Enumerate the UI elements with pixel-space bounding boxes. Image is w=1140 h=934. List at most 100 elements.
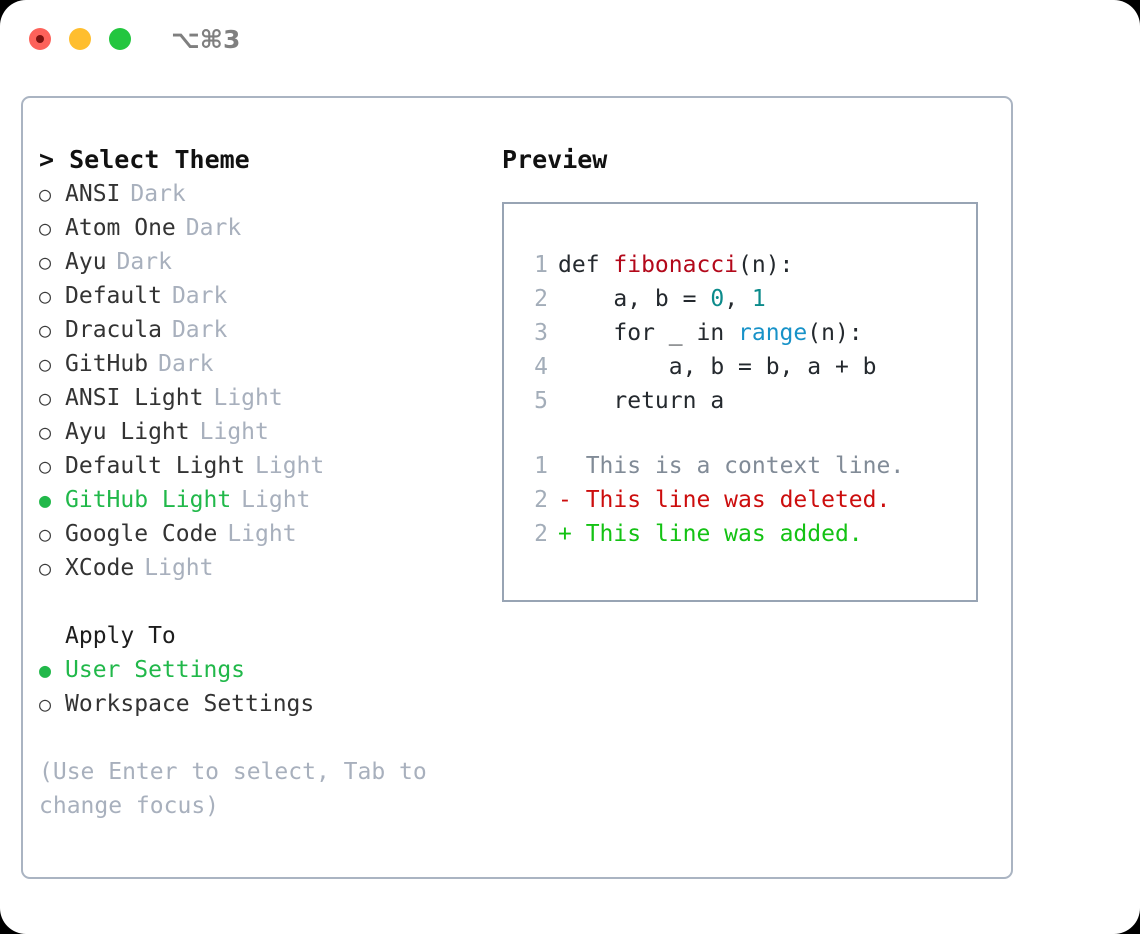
line-number: 3 [534, 320, 548, 346]
code-token-plain: (n): [807, 320, 863, 346]
code-line: 4 a, b = b, a + b [514, 350, 970, 384]
code-line-text: def fibonacci(n): [558, 248, 793, 282]
radio-selected-icon: ● [39, 658, 52, 682]
keyboard-hint-text: (Use Enter to select, Tab to change focu… [39, 759, 427, 819]
diff-line-number: 1 [534, 453, 548, 479]
code-line-text: for _ in range(n): [558, 316, 863, 350]
diff-line-context: 1 This is a context line. [514, 449, 970, 483]
theme-option-variant-tag: Dark [158, 351, 214, 377]
apply-to-option-workspace-settings[interactable]: ○ Workspace Settings [39, 687, 479, 721]
apply-to-option-label: User Settings [65, 657, 246, 683]
code-line: 2 a, b = 0, 1 [514, 282, 970, 316]
code-token-plain: , [724, 286, 752, 312]
code-line-text: a, b = b, a + b [558, 350, 877, 384]
diff-line-text: This is a context line. [571, 453, 905, 479]
code-token-function: fibonacci [613, 252, 739, 278]
code-token-plain: return a [558, 388, 725, 414]
radio-unselected-icon: ○ [39, 386, 52, 410]
theme-option-variant-tag: Dark [116, 249, 172, 275]
diff-line-text: This line was deleted. [571, 487, 891, 513]
diff-line-text: This line was added. [571, 521, 863, 547]
radio-unselected-icon: ○ [39, 420, 52, 444]
theme-option-variant-tag: Dark [171, 283, 228, 309]
code-token-number: 0 [710, 286, 725, 312]
keyboard-shortcut-label: ⌥⌘3 [171, 24, 241, 54]
diff-line-number: 2 [534, 487, 548, 513]
theme-option-label: Ayu Light [65, 419, 190, 445]
code-line: 1 def fibonacci(n): [514, 248, 970, 282]
line-number: 2 [534, 286, 548, 312]
diff-sign [558, 449, 572, 483]
theme-option-label: ANSI [65, 181, 121, 207]
theme-option-label: Default Light [65, 453, 246, 479]
apply-to-list: ● User Settings ○ Workspace Settings [39, 653, 479, 721]
code-line-text: return a [558, 384, 724, 418]
radio-unselected-icon: ○ [39, 522, 52, 546]
line-number: 5 [534, 388, 548, 414]
radio-unselected-icon: ○ [39, 352, 52, 376]
theme-option-variant-tag: Light [241, 487, 311, 513]
title-bar: ⌥⌘3 [0, 0, 1140, 78]
code-token-plain: def [558, 252, 614, 278]
diff-lines-group: 1 This is a context line.2- This line wa… [514, 449, 970, 551]
apply-to-option-user-settings[interactable]: ● User Settings [39, 653, 479, 687]
theme-option-label: Dracula [65, 317, 162, 343]
code-line: 3 for _ in range(n): [514, 316, 970, 350]
line-number: 1 [534, 252, 548, 278]
apply-to-heading: Apply To [65, 623, 176, 649]
theme-option-label: GitHub [65, 351, 149, 377]
theme-option-variant-tag: Light [199, 419, 269, 445]
diff-line-number: 2 [534, 521, 548, 547]
code-token-plain: for _ in [558, 320, 739, 346]
theme-option-label: GitHub Light [65, 487, 232, 513]
radio-unselected-icon: ○ [39, 284, 52, 308]
diff-line-added: 2 + This line was added. [514, 517, 970, 551]
line-number: 4 [534, 354, 548, 380]
diff-sign: + [558, 521, 572, 547]
theme-option-github[interactable]: ○ GitHub Dark [39, 347, 479, 381]
diff-line-deleted: 2- This line was deleted. [514, 483, 970, 517]
diff-sign: - [558, 487, 572, 513]
theme-option-default[interactable]: ○ Default Dark [39, 279, 479, 313]
theme-option-variant-tag: Dark [171, 317, 228, 343]
code-token-plain: a, b = [558, 286, 711, 312]
code-line-text: a, b = 0, 1 [558, 282, 765, 316]
radio-unselected-icon: ○ [39, 454, 52, 478]
code-line: 5 return a [514, 384, 970, 418]
window-controls [29, 28, 131, 50]
theme-option-github-light[interactable]: ● GitHub Light Light [39, 483, 479, 517]
radio-unselected-icon: ○ [39, 556, 52, 580]
theme-option-variant-tag: Light [144, 555, 214, 581]
select-theme-heading: > Select Theme [39, 145, 250, 174]
maximize-button-icon[interactable] [109, 28, 131, 50]
radio-unselected-icon: ○ [39, 216, 52, 240]
theme-option-google-code[interactable]: ○ Google Code Light [39, 517, 479, 551]
apply-to-option-label: Workspace Settings [65, 691, 315, 717]
radio-unselected-icon: ○ [39, 692, 52, 716]
minimize-button-icon[interactable] [69, 28, 91, 50]
theme-option-ayu-light[interactable]: ○ Ayu Light Light [39, 415, 479, 449]
close-button-icon[interactable] [29, 28, 51, 50]
theme-option-label: Default [65, 283, 162, 309]
theme-option-label: ANSI Light [65, 385, 204, 411]
theme-option-variant-tag: Dark [130, 181, 186, 207]
radio-selected-icon: ● [39, 488, 52, 512]
diff-spacer [514, 418, 970, 449]
code-token-plain: (n): [738, 252, 794, 278]
theme-option-label: Google Code [65, 521, 218, 547]
theme-option-variant-tag: Light [227, 521, 297, 547]
